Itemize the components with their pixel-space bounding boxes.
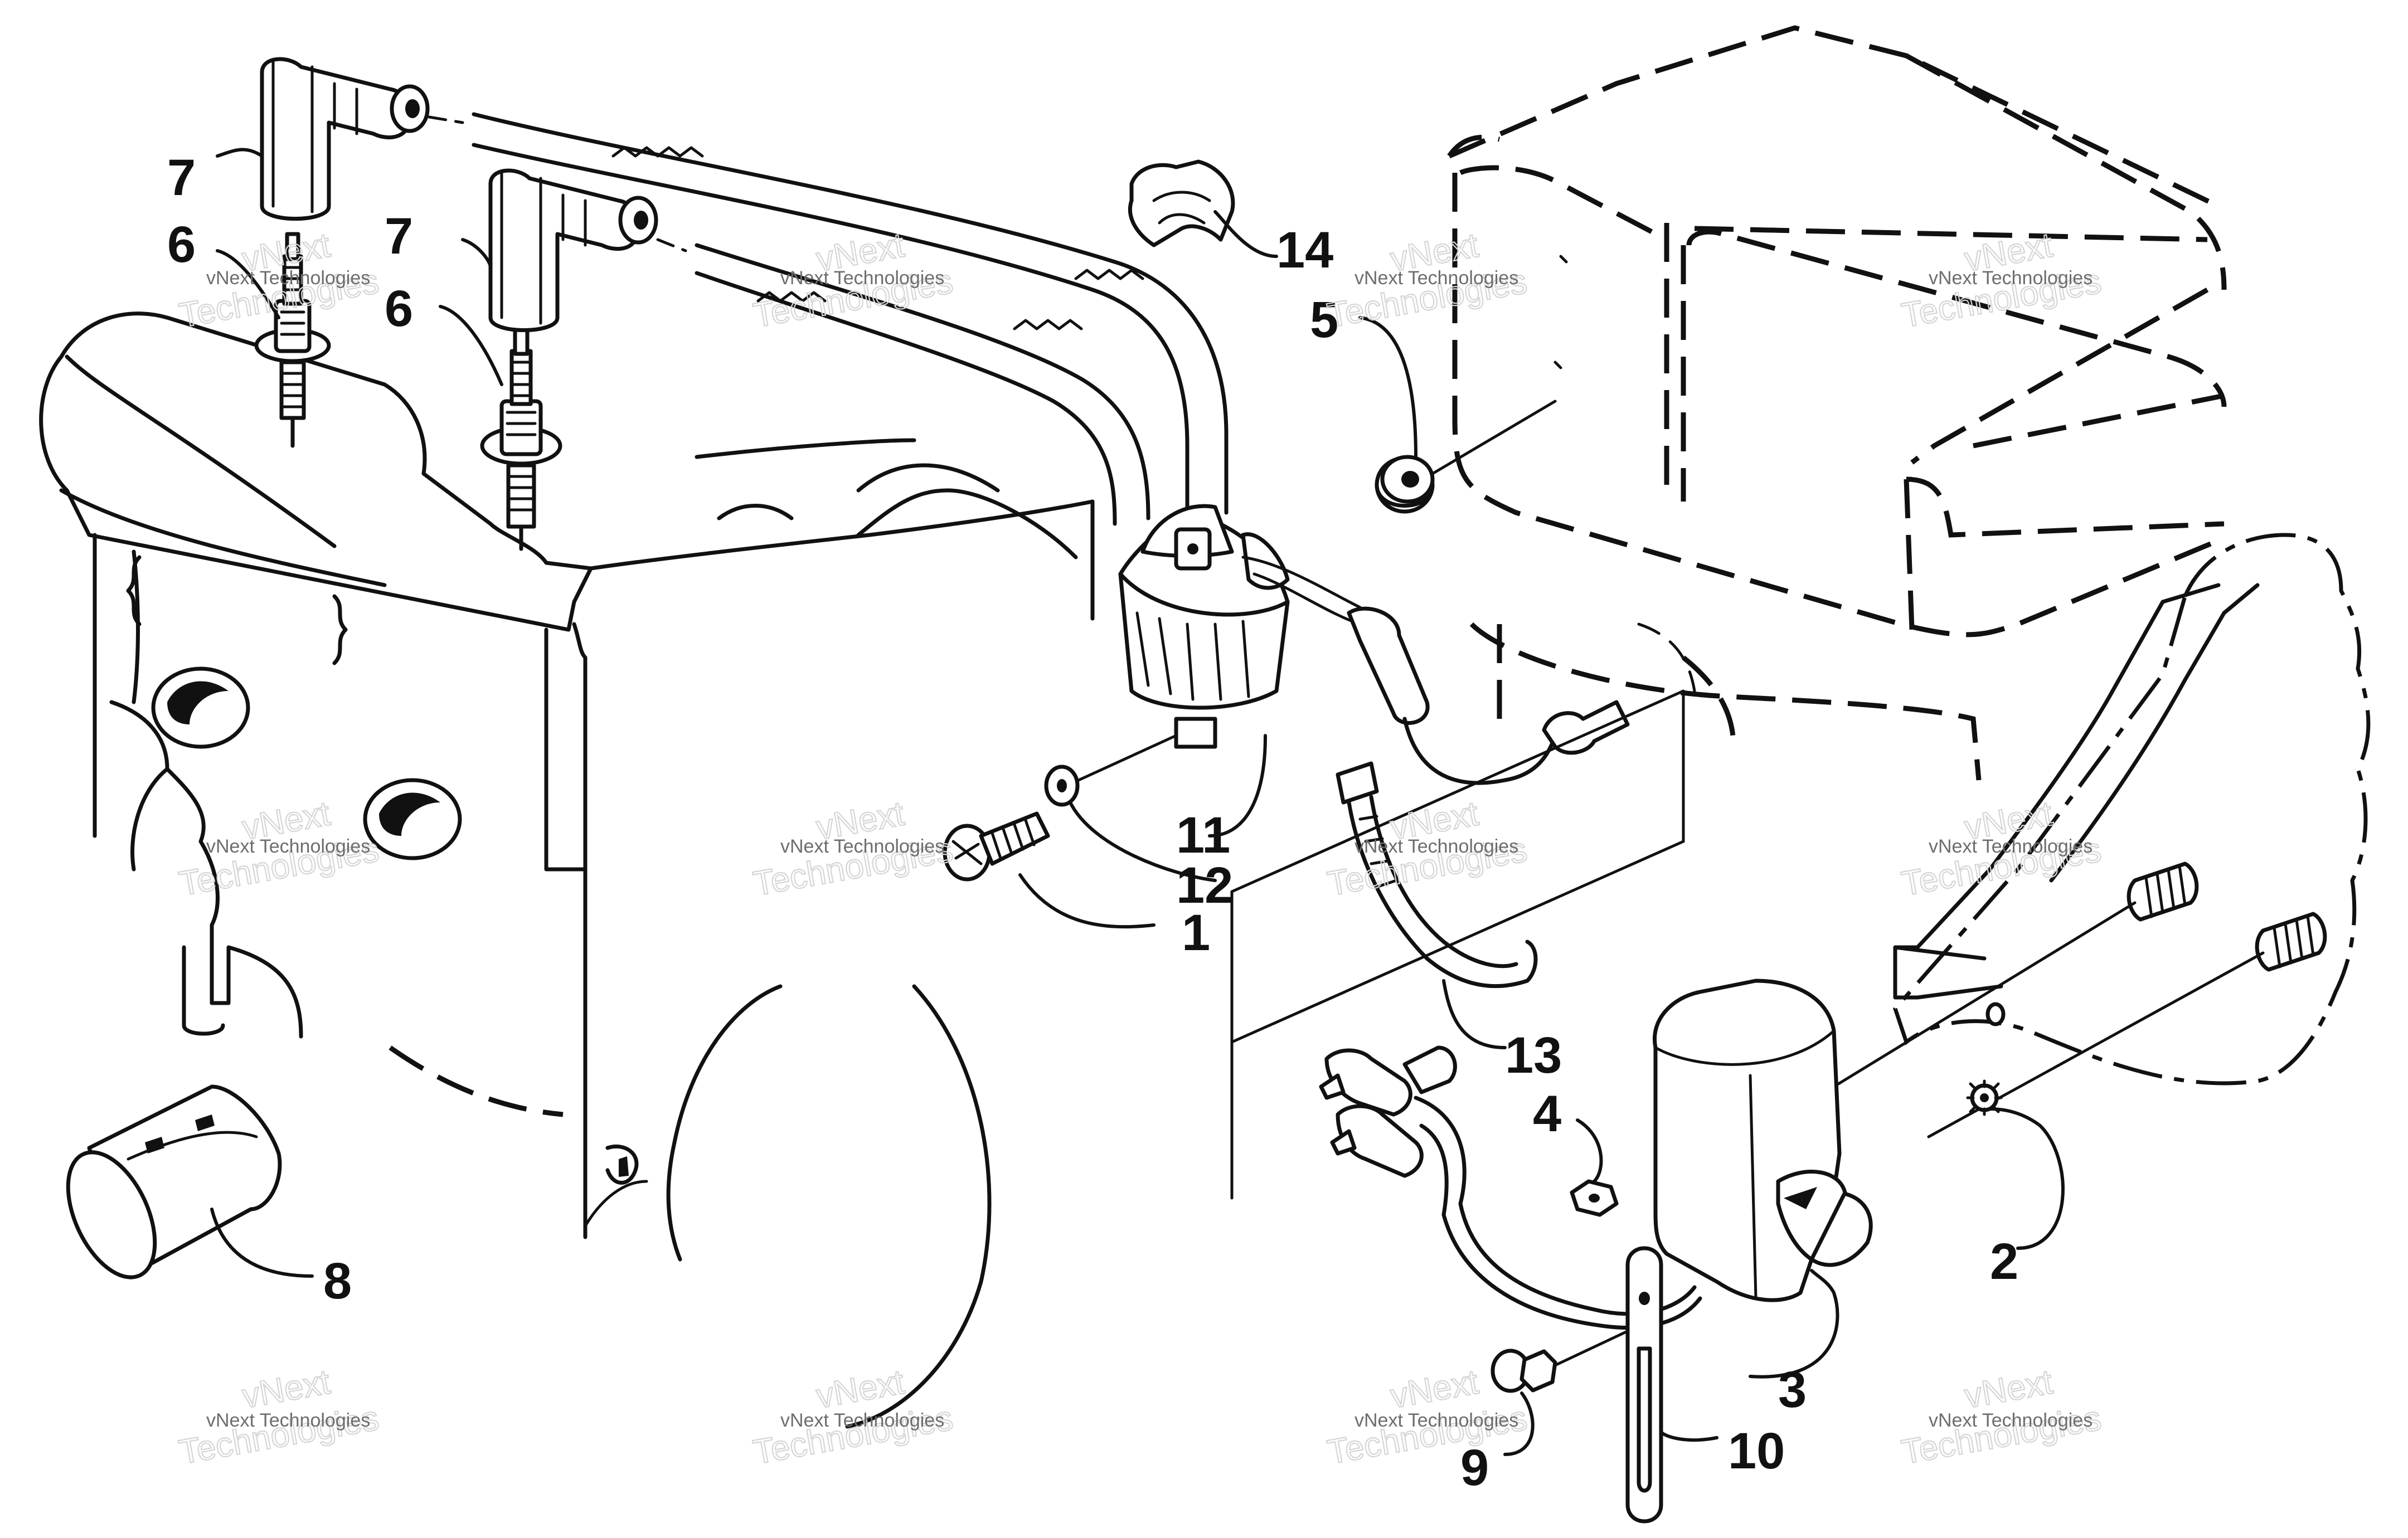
cable-tie — [1336, 761, 1538, 989]
callout-9: 9 — [1460, 1439, 1489, 1496]
callout-10: 10 — [1728, 1423, 1785, 1479]
watermark-r3c1: vNext Technologies vNext Technologies — [176, 1362, 382, 1472]
connector-detail-box — [1230, 689, 1685, 1200]
watermark-small: vNext Technologies — [206, 1410, 370, 1431]
exhaust-port-lower — [363, 778, 462, 860]
spacer-axis-line — [1431, 400, 1557, 475]
callout-7-left: 7 — [167, 149, 196, 206]
callout-1: 1 — [1182, 904, 1210, 961]
mounting-strap — [1625, 1246, 1663, 1524]
rubber-sleeve — [66, 1084, 282, 1279]
watermark-r1c5: vNext Technologies vNext Technologies — [1898, 225, 2105, 335]
spark-plug-cap-right — [488, 168, 658, 332]
screw-axis-line — [1077, 734, 1178, 782]
watermark-r2c4: vNext Technologies vNext Technologies — [1324, 794, 1531, 904]
watermark-r1c4: vNext Technologies vNext Technologies — [1324, 225, 1531, 335]
callout-8: 8 — [323, 1253, 352, 1310]
callout-2: 2 — [1990, 1233, 2018, 1290]
watermark-small: vNext Technologies — [206, 836, 370, 857]
hex-nut — [1570, 1179, 1619, 1217]
watermarks: vNext Technologies vNext Technologies vN… — [176, 225, 2105, 1472]
spark-plug-right — [480, 327, 562, 551]
callout-7-right: 7 — [385, 208, 413, 265]
stud-bolt-lower — [2255, 912, 2327, 972]
engine-block — [39, 312, 1095, 1429]
spacer — [1375, 455, 1435, 514]
watermark-big-top: vNext — [1387, 1362, 1481, 1415]
callout-13: 13 — [1505, 1027, 1562, 1084]
watermark-small: vNext Technologies — [1929, 267, 2093, 289]
watermark-small: vNext Technologies — [1929, 1410, 2093, 1431]
callout-14: 14 — [1276, 222, 1333, 279]
watermark-r2c1: vNext Technologies vNext Technologies — [176, 794, 382, 904]
leader-lines — [210, 148, 2065, 1456]
watermark-r2c3: vNext Technologies vNext Technologies — [750, 794, 957, 904]
callout-4: 4 — [1533, 1086, 1561, 1142]
spark-plug-cap-left — [260, 57, 430, 221]
air-silencer-outline — [1447, 25, 2227, 781]
callout-labels: 7 6 7 6 14 5 11 12 1 13 4 2 3 10 9 8 — [167, 149, 2018, 1496]
callout-11: 11 — [1176, 807, 1230, 864]
mounting-bracket — [1893, 583, 2260, 1026]
stud-bolt-upper — [2127, 862, 2199, 922]
watermark-big-top: vNext — [1962, 1362, 2055, 1415]
lock-washer — [1966, 1079, 2003, 1116]
coil-screw — [943, 811, 1050, 882]
watermark-small: vNext Technologies — [1929, 836, 2093, 857]
watermark-small: vNext Technologies — [1355, 1410, 1518, 1431]
callout-5: 5 — [1310, 291, 1338, 348]
callout-3: 3 — [1778, 1361, 1807, 1418]
spark-plug-left — [254, 232, 331, 448]
stud-axis-line-upper — [1832, 901, 2137, 1088]
watermark-small: vNext Technologies — [206, 267, 370, 289]
exhaust-port-upper — [151, 666, 250, 749]
watermark-small: vNext Technologies — [780, 836, 944, 857]
callout-6-left: 6 — [167, 216, 196, 273]
watermark-r3c3: vNext Technologies vNext Technologies — [750, 1362, 957, 1472]
frame-bracket-outline — [1893, 533, 2371, 1086]
cdi-box — [1653, 979, 1873, 1302]
watermark-small: vNext Technologies — [1355, 267, 1518, 289]
watermark-small: vNext Technologies — [780, 1410, 944, 1431]
ignition-coil — [1118, 504, 1630, 785]
wire-clip — [1128, 159, 1235, 247]
callout-12: 12 — [1176, 857, 1233, 914]
watermark-small: vNext Technologies — [1355, 836, 1518, 857]
high-tension-leads — [428, 112, 1229, 526]
flat-washer — [1044, 765, 1080, 807]
cap-nut — [1491, 1349, 1557, 1393]
watermark-r1c1: vNext Technologies vNext Technologies — [176, 225, 382, 335]
callout-6-right: 6 — [385, 280, 413, 337]
watermark-small: vNext Technologies — [780, 267, 944, 289]
watermark-r3c5: vNext Technologies vNext Technologies — [1898, 1362, 2105, 1472]
watermark-big-top: vNext — [239, 1362, 333, 1415]
